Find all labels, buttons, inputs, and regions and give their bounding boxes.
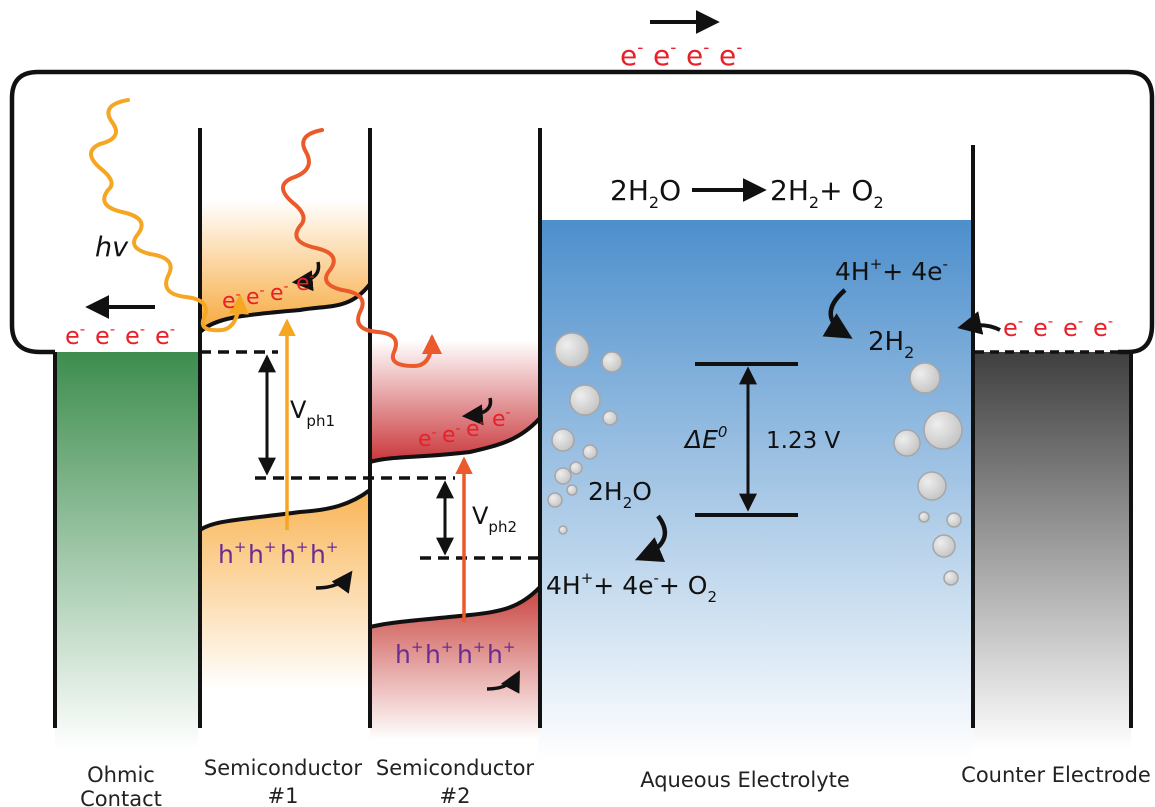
oxidation-products: 4H++ 4e-+ O2 — [546, 569, 717, 606]
sc2-conduction-band — [369, 416, 542, 464]
bubble — [554, 467, 572, 485]
vph2-label: Vph2 — [472, 502, 517, 536]
sc1-valence-fill — [200, 490, 370, 690]
bubble — [602, 410, 618, 426]
sc2-valence-band — [369, 585, 542, 629]
bubble — [566, 484, 578, 496]
svg-text:h+: h+ — [457, 638, 485, 669]
svg-text:e-: e- — [719, 38, 742, 72]
oxygen-bubbles — [547, 332, 623, 535]
bubble — [932, 534, 956, 558]
reduction-reactants: 4H++ 4e- — [835, 255, 948, 286]
external-circuit-wire — [9, 69, 1155, 355]
svg-text:e-: e- — [296, 269, 315, 296]
reduction-product: 2H2 — [868, 327, 914, 362]
sc1-conduction-band — [198, 282, 372, 334]
counter-electrode-label: Counter Electrode — [961, 763, 1151, 787]
delta-e-value: 1.23 V — [766, 428, 841, 454]
photon-wave-2 — [281, 128, 442, 369]
sc1-holes: h+ h+ h+ h+ — [218, 538, 338, 569]
svg-text:e-: e- — [686, 38, 709, 72]
svg-text:e-: e- — [1033, 312, 1053, 342]
bubble — [551, 428, 575, 452]
sc1-label-line1: Semiconductor — [204, 756, 363, 780]
sc2-holes: h+ h+ h+ h+ — [395, 638, 515, 669]
svg-text:h+: h+ — [395, 638, 423, 669]
svg-text:h+: h+ — [248, 538, 276, 569]
sc2-electron-curl-arrow — [461, 397, 493, 426]
bubble — [918, 511, 930, 523]
oxidation-reactant: 2H2O — [588, 477, 652, 512]
bubble — [558, 525, 568, 535]
sc2-electrons: e- e- e- e- — [418, 405, 511, 452]
svg-text:e-: e- — [442, 421, 461, 448]
ohmic-label-line2: Contact — [80, 787, 162, 807]
bubble — [917, 471, 947, 501]
photon-label: hv — [95, 232, 129, 263]
overall-reaction-left: 2H2O — [610, 174, 681, 212]
delta-e-label: ΔE0 — [683, 423, 727, 454]
svg-text:h+: h+ — [280, 538, 308, 569]
counter-electrons: e- e- e- e- — [1003, 312, 1113, 342]
bubble — [582, 444, 598, 460]
sc1-electron-curl-arrow — [291, 261, 321, 292]
svg-text:h+: h+ — [425, 638, 453, 669]
counter-electrode-fill — [973, 352, 1131, 750]
bubble — [554, 332, 590, 368]
sc2-label-line1: Semiconductor — [376, 756, 535, 780]
svg-text:e-: e- — [1003, 312, 1023, 342]
vph1-label: Vph1 — [290, 396, 335, 430]
reduction-curved-arrow — [822, 288, 853, 339]
bubble — [547, 492, 563, 508]
svg-text:e-: e- — [653, 38, 676, 72]
bubble — [569, 461, 583, 475]
svg-text:h+: h+ — [218, 538, 246, 569]
svg-text:e-: e- — [95, 320, 115, 350]
svg-text:e-: e- — [492, 405, 511, 432]
svg-text:h+: h+ — [487, 638, 515, 669]
sc1-valence-band — [198, 488, 372, 532]
overall-reaction-right: 2H2+ O2 — [770, 174, 884, 212]
bubble — [923, 410, 963, 450]
bubble — [601, 351, 623, 373]
bubble — [943, 570, 959, 586]
svg-text:e-: e- — [1063, 312, 1083, 342]
bubble — [569, 384, 601, 416]
left-electrons: e- e- e- e- — [65, 320, 175, 350]
svg-text:e-: e- — [65, 320, 85, 350]
sc2-valence-fill — [370, 587, 540, 740]
counter-electron-entry-arrow — [957, 311, 1001, 335]
sc2-hole-curl-arrow — [486, 670, 520, 694]
svg-text:e-: e- — [155, 320, 175, 350]
svg-text:h+: h+ — [310, 538, 338, 569]
hydrogen-bubbles — [893, 362, 963, 586]
photon-wave-1 — [89, 98, 249, 333]
svg-text:e-: e- — [246, 283, 265, 310]
svg-text:e-: e- — [418, 425, 437, 452]
sc1-label-line2: #1 — [268, 784, 299, 807]
oxidation-curved-arrow — [635, 514, 668, 563]
bubble — [946, 512, 962, 528]
bubble — [893, 429, 921, 457]
svg-text:e-: e- — [125, 320, 145, 350]
sc1-hole-curl-arrow — [315, 570, 353, 594]
sc2-conduction-fill — [370, 340, 540, 462]
svg-text:e-: e- — [1093, 312, 1113, 342]
top-electrons: e- e- e- e- — [620, 38, 742, 72]
svg-text:e-: e- — [620, 38, 643, 72]
sc1-electrons: e- e- e- e- — [222, 269, 315, 314]
svg-text:e-: e- — [466, 415, 485, 442]
electrolyte-label: Aqueous Electrolyte — [640, 768, 850, 792]
ohmic-contact-fill — [55, 352, 198, 750]
svg-text:e-: e- — [270, 279, 289, 306]
bubble — [909, 362, 941, 394]
svg-text:e-: e- — [222, 287, 241, 314]
sc2-label-line2: #2 — [440, 784, 471, 807]
ohmic-label-line1: Ohmic — [87, 763, 155, 787]
